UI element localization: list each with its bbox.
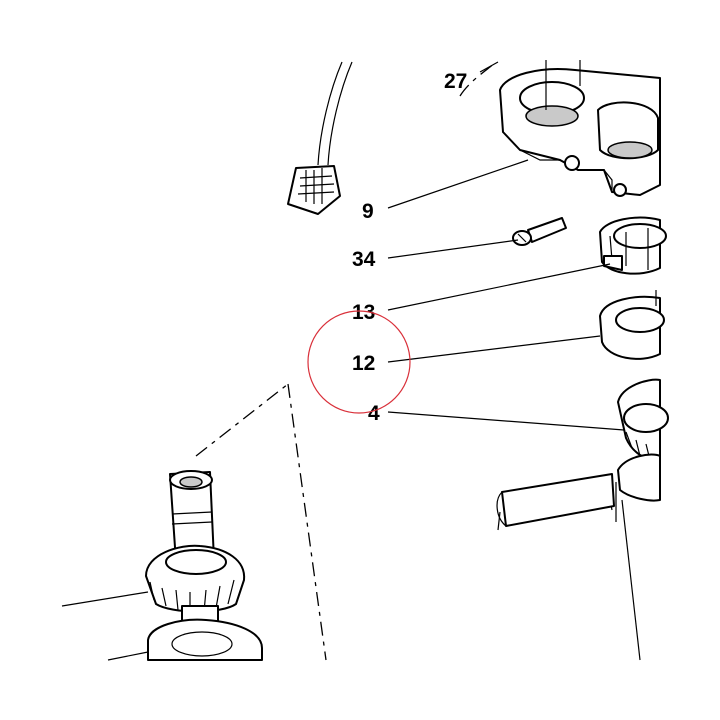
callout-4: 4 — [368, 402, 380, 425]
slotted-nut-part — [599, 216, 667, 275]
lower-stem-part — [145, 470, 263, 661]
bolt-part — [512, 217, 567, 246]
callout-27: 27 — [444, 70, 467, 93]
leader-lines — [61, 61, 625, 661]
callout-labels: 27 9 34 13 12 4 — [352, 70, 467, 425]
callout-34: 34 — [352, 248, 376, 271]
steering-stem-part — [496, 453, 661, 661]
highlight-circle — [307, 310, 411, 414]
callout-13: 13 — [352, 301, 375, 324]
triple-clamp-part — [499, 60, 661, 197]
bearing-race-part — [617, 378, 669, 462]
washer-part — [599, 290, 665, 360]
centerline-dashes — [195, 61, 497, 661]
callout-9: 9 — [362, 200, 374, 223]
cable-connector-part — [287, 61, 353, 215]
callout-12: 12 — [352, 352, 375, 375]
